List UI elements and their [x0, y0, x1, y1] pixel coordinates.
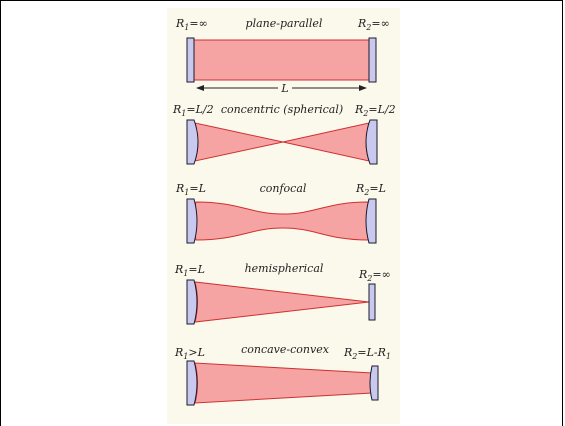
- plane-parallel-mirror-left: [186, 37, 195, 83]
- concave-convex-title: concave-convex: [241, 343, 330, 356]
- confocal-title: confocal: [260, 182, 307, 195]
- concave-convex-beam: [194, 362, 374, 404]
- hemispherical-beam: [194, 281, 370, 323]
- hemispherical-r2-label: R2=∞: [358, 268, 391, 283]
- cavity-plane-parallel: R1=∞ plane-parallel R2=∞ L: [175, 17, 390, 95]
- concentric-mirror-left: [186, 119, 199, 165]
- plane-parallel-mirror-right: [368, 37, 377, 83]
- concentric-beam: [194, 122, 370, 162]
- hemispherical-r1-label: R1=L: [174, 263, 205, 278]
- concentric-r1-label: R1=L/2: [172, 103, 214, 118]
- concave-convex-mirror-right: [369, 365, 379, 401]
- plane-parallel-title: plane-parallel: [246, 17, 323, 30]
- hemispherical-mirror-right: [368, 283, 376, 321]
- plane-parallel-beam: [193, 39, 370, 81]
- concave-convex-r1-label: R1>L: [174, 346, 205, 361]
- confocal-r1-label: R1=L: [175, 182, 206, 197]
- confocal-beam: [193, 201, 371, 241]
- confocal-r2-label: R2=L: [355, 182, 386, 197]
- concentric-r2-label: R2=L/2: [354, 103, 396, 118]
- length-label: L: [280, 82, 288, 95]
- cavity-confocal: R1=L confocal R2=L: [175, 182, 386, 244]
- confocal-mirror-right: [365, 198, 377, 244]
- cavity-concave-convex: R1>L concave-convex R2=L-R1: [174, 343, 391, 406]
- concave-convex-mirror-left: [186, 360, 198, 406]
- cavity-concentric: R1=L/2 concentric (spherical) R2=L/2: [172, 103, 396, 165]
- cavity-hemispherical: R1=L hemispherical R2=∞: [174, 262, 391, 325]
- hemispherical-title: hemispherical: [245, 262, 324, 275]
- concentric-title: concentric (spherical): [221, 103, 343, 116]
- concave-convex-r2-label: R2=L-R1: [343, 346, 391, 361]
- confocal-mirror-left: [186, 198, 198, 244]
- concentric-mirror-right: [365, 119, 378, 165]
- hemispherical-mirror-left: [186, 279, 198, 325]
- plane-parallel-r1-label: R1=∞: [175, 17, 208, 32]
- plane-parallel-r2-label: R2=∞: [357, 17, 390, 32]
